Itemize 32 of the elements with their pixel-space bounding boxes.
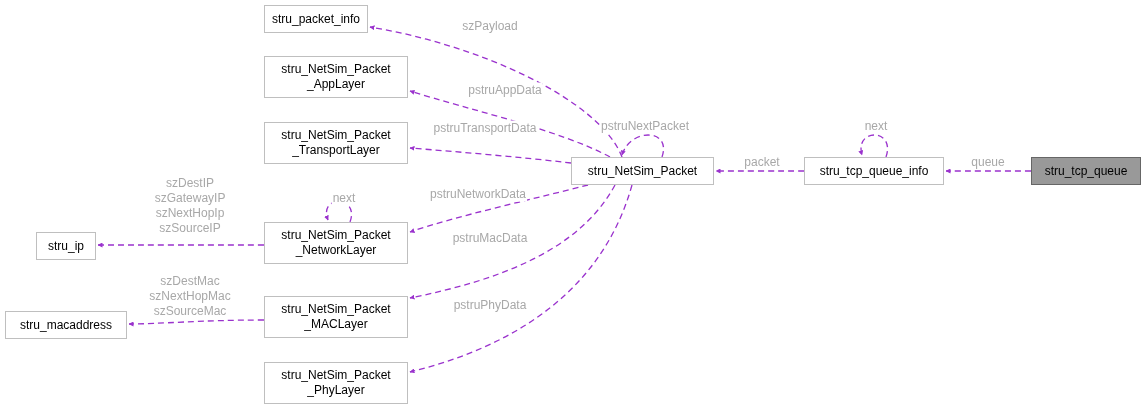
- class-box: stru_NetSim_Packet _PhyLayer: [264, 362, 408, 404]
- edge-label: pstruNextPacket: [600, 118, 690, 134]
- class-box: stru_tcp_queue_info: [804, 157, 944, 185]
- dashed-arrow: [715, 168, 805, 174]
- dashed-arrow: [128, 319, 265, 327]
- dashed-arrow: [369, 25, 623, 158]
- edge-label: pstruTransportData: [432, 120, 538, 136]
- class-box: stru_NetSim_Packet _NetworkLayer: [264, 222, 408, 264]
- class-box: stru_NetSim_Packet _AppLayer: [264, 56, 408, 98]
- dashed-arrow: [409, 89, 611, 158]
- class-box: stru_ip: [36, 232, 96, 260]
- edge-label: next: [331, 190, 357, 206]
- class-box: stru_tcp_queue: [1031, 157, 1141, 185]
- edge-label: pstruMacData: [451, 230, 529, 246]
- dashed-arrow: [409, 145, 572, 164]
- edge-label: pstruAppData: [467, 82, 543, 98]
- dashed-arrow: [97, 242, 265, 248]
- dashed-arrow: [409, 184, 589, 233]
- class-box: stru_NetSim_Packet: [571, 157, 714, 185]
- class-box: stru_macaddress: [5, 311, 127, 339]
- class-box: stru_packet_info: [264, 5, 368, 33]
- edge-label: packet: [743, 154, 781, 170]
- dashed-arrow: [409, 184, 616, 300]
- class-box: stru_NetSim_Packet _TransportLayer: [264, 122, 408, 164]
- edge-label: szPayload: [461, 18, 519, 34]
- dashed-arrow: [621, 134, 665, 158]
- dashed-arrow: [858, 134, 889, 158]
- class-box: stru_NetSim_Packet _MACLayer: [264, 296, 408, 338]
- edge-label: pstruNetworkData: [429, 186, 527, 202]
- dashed-arrow: [409, 184, 633, 374]
- edge-label: pstruPhyData: [452, 297, 528, 313]
- dashed-arrow: [945, 168, 1032, 174]
